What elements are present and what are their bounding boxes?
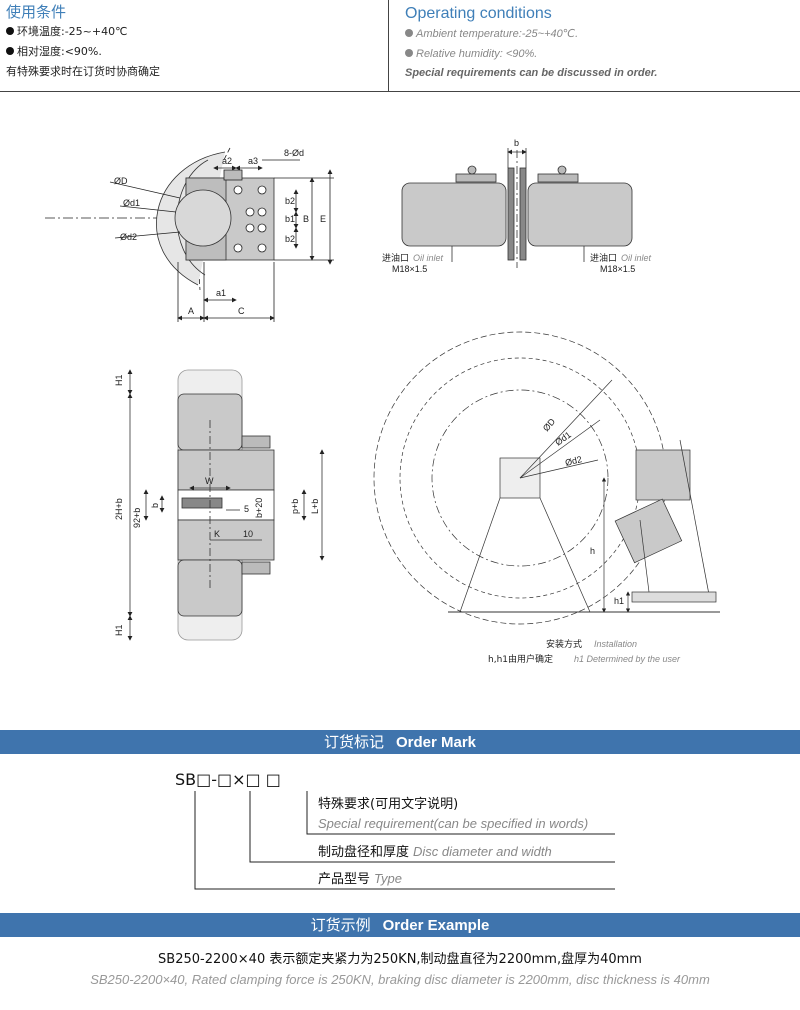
dim-bolts: 8-Ød bbox=[284, 148, 304, 158]
dim-h1: h1 bbox=[614, 596, 624, 606]
dim-d1: Ød1 bbox=[123, 198, 140, 208]
note-en: Special requirements can be discussed in… bbox=[405, 67, 658, 79]
dim-A: A bbox=[188, 306, 194, 316]
user-note-en: h1 Determined by the user bbox=[574, 654, 681, 664]
front-view bbox=[127, 369, 325, 641]
humidity-cn: 相对湿度:<90%. bbox=[6, 42, 384, 62]
operating-conditions: 使用条件 环境温度:-25~+40℃ 相对湿度:<90%. 有特殊要求时在订货时… bbox=[0, 0, 800, 92]
installation-caption-cn: 安装方式 bbox=[546, 638, 582, 650]
temperature-en: Ambient temperature:-25~+40℃. bbox=[405, 24, 795, 44]
drawing-canvas: a2 a3 8-Ød ØD Ød1 Ød2 b2 b1 b2 B E a1 A … bbox=[45, 138, 720, 665]
bullet-icon bbox=[405, 49, 413, 57]
oil-inlet-right-en: Oil inlet bbox=[621, 253, 652, 263]
dim-W: W bbox=[205, 476, 214, 486]
oil-inlet-right-cn: 进油口 bbox=[590, 252, 617, 264]
bullet-icon bbox=[405, 29, 413, 37]
side-view-labels: a2 a3 8-Ød ØD Ød1 Ød2 b2 b1 b2 B E a1 A … bbox=[114, 148, 326, 316]
installation-caption-en: Installation bbox=[594, 639, 637, 649]
conditions-en: Operating conditions Ambient temperature… bbox=[405, 4, 795, 82]
dim-D-install: ØD bbox=[541, 416, 558, 433]
dim-b1: b1 bbox=[285, 214, 295, 224]
dim-a3: a3 bbox=[248, 156, 258, 166]
dim-D: ØD bbox=[114, 176, 128, 186]
order-example-header: 订货示例 Order Example bbox=[0, 913, 800, 937]
dim-a1: a1 bbox=[216, 288, 226, 298]
installation-view bbox=[373, 331, 720, 625]
order-mark-title-cn: 订货标记 bbox=[323, 733, 384, 751]
dim-h: h bbox=[590, 546, 595, 556]
conditions-divider bbox=[388, 0, 389, 92]
technical-drawing: a2 a3 8-Ød ØD Ød1 Ød2 b2 b1 b2 B E a1 A … bbox=[0, 93, 800, 723]
bullet-icon bbox=[6, 27, 14, 35]
dim-d2: Ød2 bbox=[120, 232, 137, 242]
order-item-special-en: Special requirement(can be specified in … bbox=[318, 816, 588, 831]
order-example-title-en: Order Example bbox=[382, 917, 490, 934]
dim-b-front: b bbox=[150, 503, 160, 508]
order-example-title-cn: 订货示例 bbox=[310, 916, 371, 934]
dim-5: 5 bbox=[244, 504, 249, 514]
dim-d2-install: Ød2 bbox=[564, 454, 583, 468]
conditions-title-en: Operating conditions bbox=[405, 5, 552, 22]
dim-C: C bbox=[238, 306, 245, 316]
thread-right: M18×1.5 bbox=[600, 264, 635, 274]
front-view-labels: H1 2H+b H1 92+b b W b+20 5 K 10 p+b L+b bbox=[114, 374, 320, 636]
order-mark-header: 订货标记 Order Mark bbox=[0, 730, 800, 754]
conditions-title-cn: 使用条件 bbox=[6, 3, 67, 21]
bullet-icon bbox=[6, 47, 14, 55]
order-example-en: SB250-2200×40, Rated clamping force is 2… bbox=[90, 972, 710, 987]
dim-10: 10 bbox=[243, 529, 253, 539]
user-note-cn: h,h1由用户确定 bbox=[488, 653, 553, 665]
dim-d1-install: Ød1 bbox=[553, 430, 573, 448]
dim-a2: a2 bbox=[222, 156, 232, 166]
dim-92b: 92+b bbox=[132, 508, 142, 528]
order-mark-canvas: SB□-□×□ □ 特殊要求(可用文字说明) Special requireme… bbox=[175, 770, 615, 890]
dim-b2-top: b2 bbox=[285, 196, 295, 206]
humidity-en: Relative humidity: <90%. bbox=[405, 44, 795, 64]
order-item-special-cn: 特殊要求(可用文字说明) bbox=[318, 797, 458, 812]
dim-pb: p+b bbox=[290, 499, 300, 514]
order-code: SB□-□×□ □ bbox=[175, 770, 281, 789]
order-example-cn: SB250-2200×40 表示额定夹紧力为250KN,制动盘直径为2200mm… bbox=[158, 952, 642, 967]
conditions-cn: 使用条件 环境温度:-25~+40℃ 相对湿度:<90%. 有特殊要求时在订货时… bbox=[6, 2, 384, 82]
side-view bbox=[45, 147, 334, 322]
dim-H1-top: H1 bbox=[114, 374, 124, 386]
dim-K: K bbox=[214, 529, 220, 539]
top-view bbox=[401, 148, 633, 268]
dim-b20: b+20 bbox=[254, 498, 264, 518]
installation-labels: ØD Ød1 Ød2 h h1 安装方式 Installation h,h1由用… bbox=[488, 416, 681, 665]
dim-B: B bbox=[303, 214, 309, 224]
dim-b2-bottom: b2 bbox=[285, 234, 295, 244]
order-leaders bbox=[194, 791, 615, 890]
oil-inlet-left-cn: 进油口 bbox=[382, 252, 409, 264]
dim-E: E bbox=[320, 214, 326, 224]
note-cn: 有特殊要求时在订货时协商确定 bbox=[6, 65, 160, 78]
order-mark-diagram: SB□-□×□ □ 特殊要求(可用文字说明) Special requireme… bbox=[0, 758, 800, 908]
dim-b-top: b bbox=[514, 138, 519, 148]
dim-H1-bottom: H1 bbox=[114, 624, 124, 636]
thread-left: M18×1.5 bbox=[392, 264, 427, 274]
oil-inlet-left-en: Oil inlet bbox=[413, 253, 444, 263]
order-mark-title-en: Order Mark bbox=[395, 734, 477, 751]
temperature-cn: 环境温度:-25~+40℃ bbox=[6, 22, 384, 42]
top-view-labels: b 进油口 Oil inlet M18×1.5 进油口 Oil inlet M1… bbox=[382, 138, 652, 274]
dim-Lb: L+b bbox=[310, 499, 320, 514]
dim-2Hb: 2H+b bbox=[114, 498, 124, 520]
